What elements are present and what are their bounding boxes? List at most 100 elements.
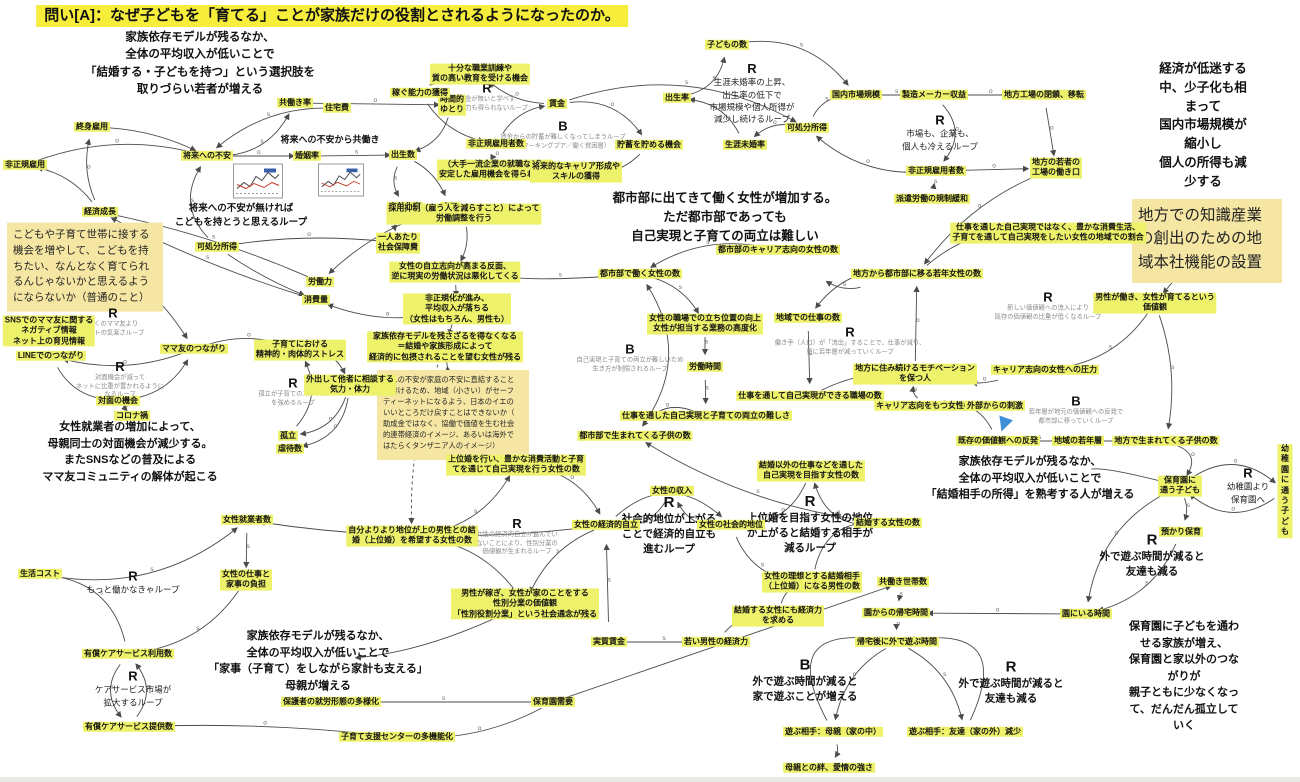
node-n60[interactable]: 地方で生まれてくる子供の数 (1112, 435, 1220, 447)
node-n53[interactable]: 地域での仕事の数 (774, 312, 842, 324)
node-n63[interactable]: 男性が働き、女性が育てるという 価値観 (1093, 292, 1217, 314)
node-n8[interactable]: 共働き率 (277, 97, 313, 109)
node-n92[interactable]: 預かり保育 (1159, 526, 1203, 538)
node-n41[interactable]: ママ友のつながり (160, 343, 228, 355)
node-n43[interactable]: LINEでのつながり (15, 350, 87, 362)
annotation-a3[interactable]: 将来への不安から共働き (280, 134, 380, 145)
node-n83[interactable]: 子育て支援センターの多機能化 (339, 731, 455, 743)
annotation-a9[interactable]: 家族依存モデルが残るなか、 全体の平均収入が低いことで 「家事（子育て）をしなが… (208, 630, 428, 692)
node-n45[interactable]: コロナ禍 (114, 410, 150, 422)
node-n22[interactable]: 貯蓄を貯める機会 (615, 139, 683, 151)
node-n5[interactable]: 将来への不安 (181, 150, 233, 162)
node-n85[interactable]: 園からの帰宅時間 (862, 607, 930, 619)
node-n70[interactable]: 結婚する女性にも経済力 を求める (732, 605, 824, 627)
node-n93[interactable]: 園にいる時間 (1060, 608, 1112, 620)
node-n75[interactable]: 男性が稼ぎ、女性が家のことをする 性別分業の価値観 「性別役割分業」という社会通… (451, 588, 599, 620)
node-n81[interactable]: 保護者の就労形態の多様化 (281, 696, 381, 708)
annotation-a10[interactable]: 保育園に子どもを通わせる家族が増え、 保育園と家以外のつながりが 親子ともに少な… (1129, 620, 1239, 732)
node-n49[interactable]: 労働時間 (687, 361, 723, 373)
annotation-a4[interactable]: 将来への不安が無ければ こどもを持とうと思えるループ (174, 202, 308, 228)
node-n44[interactable]: 対面の機会 (96, 395, 140, 407)
node-n64[interactable]: 女性の収入 (650, 485, 694, 497)
node-n47[interactable]: 都市部で働く女性の数 (598, 268, 682, 280)
node-n13[interactable]: 可処分所得 (195, 241, 239, 253)
node-n52[interactable]: 地方から都市部に移る若年女性の数 (851, 268, 983, 280)
sticky-note-note3[interactable]: 地方での知識産業 の創出のための地 域本社機能の設置 (1132, 199, 1282, 283)
node-n7[interactable]: 出生数 (389, 149, 417, 161)
node-n38[interactable]: 孤立 (278, 430, 298, 442)
node-n37[interactable]: 外出して他者に相談する 気力・体力 (304, 374, 396, 396)
node-n46[interactable]: 都市部のキャリア志向の女性の数 (716, 244, 840, 256)
node-n78[interactable]: 女性の仕事と 家事の負担 (220, 569, 272, 591)
node-n90[interactable]: 保育園に 通う子ども (1158, 475, 1202, 497)
node-n61[interactable]: キャリア志向の女性への圧力 (991, 364, 1099, 376)
annotation-a7[interactable]: 女性就業者の増加によって、 母親同士の対面機会が減少する。 またSNSなどの普及… (42, 421, 218, 483)
node-n80[interactable]: 有償ケアサービス提供数 (83, 721, 175, 733)
node-n16[interactable]: 稼ぐ能力の獲得 (390, 87, 450, 99)
node-n68[interactable]: 結婚する女性の数 (854, 517, 922, 529)
diagram-title[interactable]: 問い[A]：なぜ子どもを「育てる」ことが家族だけの役割とされるようになったのか。 (36, 5, 628, 27)
mini-chart-figure[interactable] (318, 163, 364, 197)
annotation-a8[interactable]: 家族依存モデルが残るなか、 全体の平均収入が低いことで 「結婚相手の所得」を熟考… (925, 455, 1135, 501)
sticky-note-note1[interactable]: こどもや子育て世帯に接する 機会を増やして、こどもを持 ちたい、なんとなく育てら… (7, 222, 163, 312)
node-n27[interactable]: 生涯未婚率 (723, 139, 767, 151)
node-n86[interactable]: 帰宅後に外で遊ぶ時間 (855, 636, 939, 648)
node-n65[interactable]: 女性の経済的自立 (572, 519, 640, 531)
node-n26[interactable]: 可処分所得 (785, 122, 829, 134)
node-n79[interactable]: 有償ケアサービス利用数 (82, 648, 174, 660)
node-n21[interactable]: 将来的なキャリア形成や スキルの獲得 (530, 161, 622, 183)
node-n40[interactable]: 子育てにおける 精神的・肉体的ストレス (254, 339, 346, 361)
node-n72[interactable]: 若い男性の経済力 (682, 636, 750, 648)
node-n12[interactable]: 一人あたり 社会保障費 (376, 232, 420, 254)
node-n1[interactable]: 住宅費 (323, 102, 351, 114)
node-n15[interactable]: 消費量 (302, 294, 330, 306)
node-n4[interactable]: 経済成長 (82, 206, 118, 218)
node-n57[interactable]: 外部からの刺激 (965, 400, 1025, 412)
node-n34[interactable]: 女性の自立志向が高まる反面、 逆に現実の労働状況は悪化してくる (389, 261, 521, 283)
node-n50[interactable]: 仕事を通した自己実現と子育ての両立の難しさ (620, 410, 792, 422)
node-n35[interactable]: 非正規化が進み、 平均収入が落ちる （女性はもちろん、男性も） (403, 293, 511, 325)
node-n19[interactable]: 非正規雇用者数 (466, 138, 526, 150)
annotation-a2[interactable]: 家族依存モデルが残るなか、 全体の平均収入が低いことで 「結婚する・子どもを持つ… (85, 31, 315, 96)
node-n2[interactable]: 終身雇用 (74, 121, 110, 133)
node-n30[interactable]: 地方工場の閉鎖、移転 (1002, 89, 1086, 101)
node-n55[interactable]: 仕事を通して自己実現ができる職場の数 (736, 390, 884, 402)
annotation-a6[interactable]: 経済が低迷する中、少子化も相まって 国内市場規模が縮小し 個人の所得も減少する (1159, 61, 1247, 188)
node-n77[interactable]: 生活コスト (18, 568, 62, 580)
node-n33[interactable]: 派遣労働の規制緩和 (894, 193, 970, 205)
node-n89[interactable]: 母親との絆、愛情の強さ (783, 762, 875, 774)
node-n71[interactable]: 実質賃金 (591, 636, 627, 648)
node-n20[interactable]: （大手一流企業の就職など） 安定した雇用機会を得られる人 (437, 159, 553, 181)
node-n29[interactable]: 製造メーカー収益 (900, 89, 968, 101)
node-n76[interactable]: 女性就業者数 (221, 514, 273, 526)
node-n58[interactable]: 既存の価値観への反発 (956, 435, 1040, 447)
node-n6[interactable]: 婚姻率 (293, 150, 321, 162)
node-n48[interactable]: 女性の職場での立ち位置の向上 女性が担当する業務の高度化 (647, 313, 763, 335)
annotation-a5[interactable]: 都市部に出てきて働く女性が増加する。 ただ都市部であっても 自己実現と子育ての両… (612, 190, 838, 243)
node-n32[interactable]: 非正規雇用者数 (906, 165, 966, 177)
node-n91[interactable]: 幼稚園に 通う子ども (1277, 444, 1293, 538)
node-n23[interactable]: 採用抑制（雇う人を減らすこと）によって 労働調整を行う (386, 203, 542, 225)
node-n25[interactable]: 子どもの数 (705, 39, 749, 51)
node-n14[interactable]: 労働力 (306, 276, 334, 288)
node-n24[interactable]: 出生率 (663, 92, 691, 104)
node-n82[interactable]: 保育園需要 (531, 696, 575, 708)
node-n56[interactable]: キャリア志向をもつ女性の数 (874, 400, 982, 412)
node-n3[interactable]: 非正規雇用 (3, 159, 47, 171)
node-n73[interactable]: 自分よりより地位が上の男性との結 婚（上位婚）を希望する女性の数 (346, 525, 478, 547)
